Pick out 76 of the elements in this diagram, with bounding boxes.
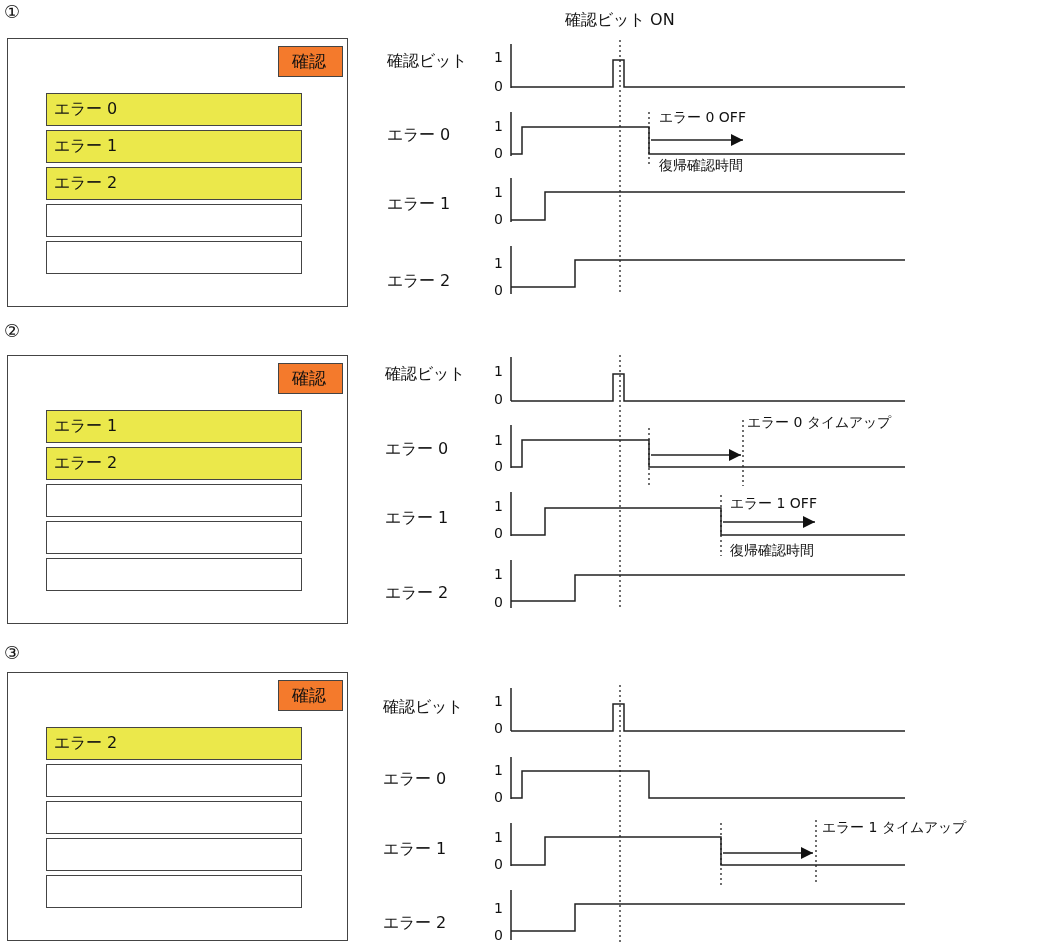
level: 0 — [494, 79, 503, 95]
screen-panel — [7, 355, 348, 624]
error-row — [46, 130, 302, 163]
level: 1 — [494, 694, 503, 710]
button-label: 確認 — [292, 684, 326, 707]
signal-name: エラー 1 — [387, 195, 451, 213]
signal-name: エラー 2 — [383, 914, 447, 932]
level: 1 — [494, 830, 503, 846]
annotation: エラー 0 OFF — [659, 110, 746, 126]
signal-name: エラー 2 — [385, 584, 449, 602]
empty-row — [46, 801, 302, 834]
signal-name: エラー 0 — [387, 126, 451, 144]
level: 0 — [494, 857, 503, 873]
confirm-button — [278, 46, 343, 77]
error-row — [46, 447, 302, 480]
empty-row — [46, 521, 302, 554]
empty-row — [46, 558, 302, 591]
annotation: エラー 0 タイムアップ — [747, 415, 891, 431]
screen-panel — [7, 672, 348, 941]
screen-panel — [7, 38, 348, 307]
empty-row — [46, 875, 302, 908]
annotation: 復帰確認時間 — [730, 543, 814, 559]
level: 0 — [494, 212, 503, 228]
error-row — [46, 93, 302, 126]
step-number: ② — [4, 321, 21, 341]
annotation: エラー 1 OFF — [730, 496, 817, 512]
confirm-button — [278, 680, 343, 711]
level: 0 — [494, 459, 503, 475]
level: 1 — [494, 364, 503, 380]
empty-row — [46, 838, 302, 871]
level: 0 — [494, 526, 503, 542]
annotation: エラー 1 タイムアップ — [822, 820, 966, 836]
annotation: 復帰確認時間 — [659, 158, 743, 174]
error-row — [46, 727, 302, 760]
error-row — [46, 410, 302, 443]
level: 0 — [494, 721, 503, 737]
level: 0 — [494, 146, 503, 162]
error-text: エラー 2 — [54, 173, 118, 194]
signal-name: エラー 0 — [383, 770, 447, 788]
error-row — [46, 167, 302, 200]
level: 0 — [494, 283, 503, 299]
error-text: エラー 1 — [54, 416, 118, 437]
level: 0 — [494, 595, 503, 611]
button-label: 確認 — [292, 50, 326, 73]
error-text: エラー 0 — [54, 99, 118, 120]
empty-row — [46, 204, 302, 237]
empty-row — [46, 764, 302, 797]
error-text: エラー 2 — [54, 453, 118, 474]
confirm-button — [278, 363, 343, 394]
signal-name: エラー 1 — [383, 840, 447, 858]
step-number: ① — [4, 2, 21, 22]
level: 1 — [494, 763, 503, 779]
level: 1 — [494, 119, 503, 135]
level: 1 — [494, 901, 503, 917]
signal-name: 確認ビット — [385, 365, 465, 383]
level: 1 — [494, 433, 503, 449]
level: 0 — [494, 392, 503, 408]
signal-name: 確認ビット — [383, 698, 463, 716]
heading: 確認ビット ON — [565, 11, 675, 29]
signal-name: エラー 0 — [385, 440, 449, 458]
error-text: エラー 2 — [54, 733, 118, 754]
step-number: ③ — [4, 643, 21, 663]
signal-name: エラー 1 — [385, 509, 449, 527]
level: 1 — [494, 567, 503, 583]
signal-name: エラー 2 — [387, 272, 451, 290]
level: 1 — [494, 50, 503, 66]
empty-row — [46, 241, 302, 274]
level: 1 — [494, 185, 503, 201]
signal-name: 確認ビット — [387, 52, 467, 70]
error-text: エラー 1 — [54, 136, 118, 157]
level: 0 — [494, 928, 503, 942]
level: 0 — [494, 790, 503, 806]
level: 1 — [494, 256, 503, 272]
button-label: 確認 — [292, 367, 326, 390]
level: 1 — [494, 499, 503, 515]
empty-row — [46, 484, 302, 517]
